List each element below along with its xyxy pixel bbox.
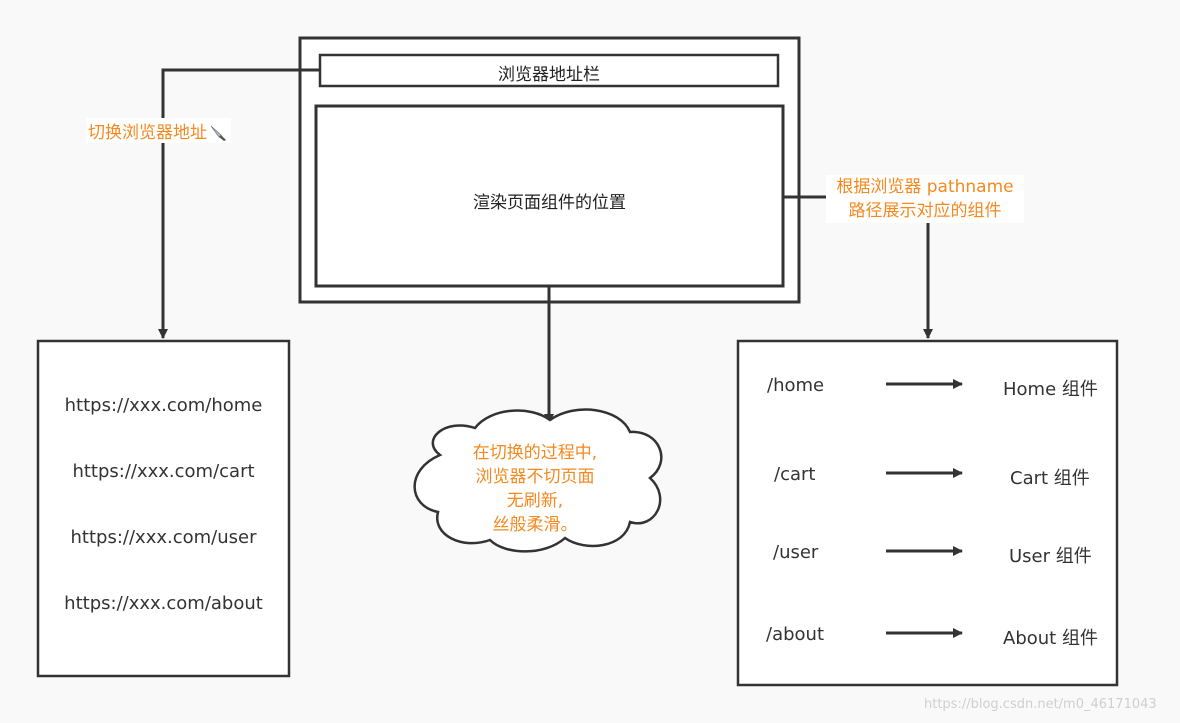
route-component-home: Home 组件 bbox=[1003, 379, 1098, 400]
cloud-line-4: 丝般柔滑。 bbox=[492, 515, 578, 535]
url-item-cart: https://xxx.com/cart bbox=[72, 461, 255, 482]
url-list-box bbox=[36, 339, 291, 678]
pathname-note-line2: 路径展示对应的组件 bbox=[848, 201, 1002, 221]
render-area bbox=[314, 104, 785, 288]
cloud-shape bbox=[413, 408, 663, 553]
pathname-note: 根据浏览器 pathname 路径展示对应的组件 bbox=[826, 175, 1024, 223]
address-bar bbox=[318, 53, 780, 88]
switch-address-note: 切换浏览器地址 bbox=[86, 118, 231, 143]
switch-address-text: 切换浏览器地址 bbox=[88, 123, 207, 143]
connector-address-to-urls bbox=[158, 68, 320, 339]
route-component-cart: Cart 组件 bbox=[1010, 468, 1090, 489]
route-component-about: About 组件 bbox=[1003, 628, 1098, 649]
address-bar-label: 浏览器地址栏 bbox=[498, 65, 600, 85]
url-item-about: https://xxx.com/about bbox=[64, 593, 263, 614]
route-path-home: /home bbox=[767, 375, 825, 396]
pathname-note-line1: 根据浏览器 pathname bbox=[836, 177, 1014, 197]
url-item-home: https://xxx.com/home bbox=[64, 395, 263, 416]
route-path-user: /user bbox=[773, 542, 819, 563]
cloud-line-1: 在切换的过程中, bbox=[472, 443, 598, 463]
route-map-box bbox=[736, 339, 1119, 687]
cloud-note: 在切换的过程中, 浏览器不切页面 无刷新, 丝般柔滑。 bbox=[430, 441, 640, 537]
route-path-about: /about bbox=[766, 624, 824, 645]
route-path-cart: /cart bbox=[774, 464, 816, 485]
knife-icon bbox=[209, 124, 229, 142]
cloud-line-3: 无刷新, bbox=[506, 491, 564, 511]
render-area-label: 渲染页面组件的位置 bbox=[473, 193, 626, 213]
watermark: https://blog.csdn.net/m0_46171043 bbox=[924, 697, 1157, 712]
url-item-user: https://xxx.com/user bbox=[70, 527, 257, 548]
route-component-user: User 组件 bbox=[1009, 546, 1092, 567]
cloud-line-2: 浏览器不切页面 bbox=[475, 467, 595, 487]
